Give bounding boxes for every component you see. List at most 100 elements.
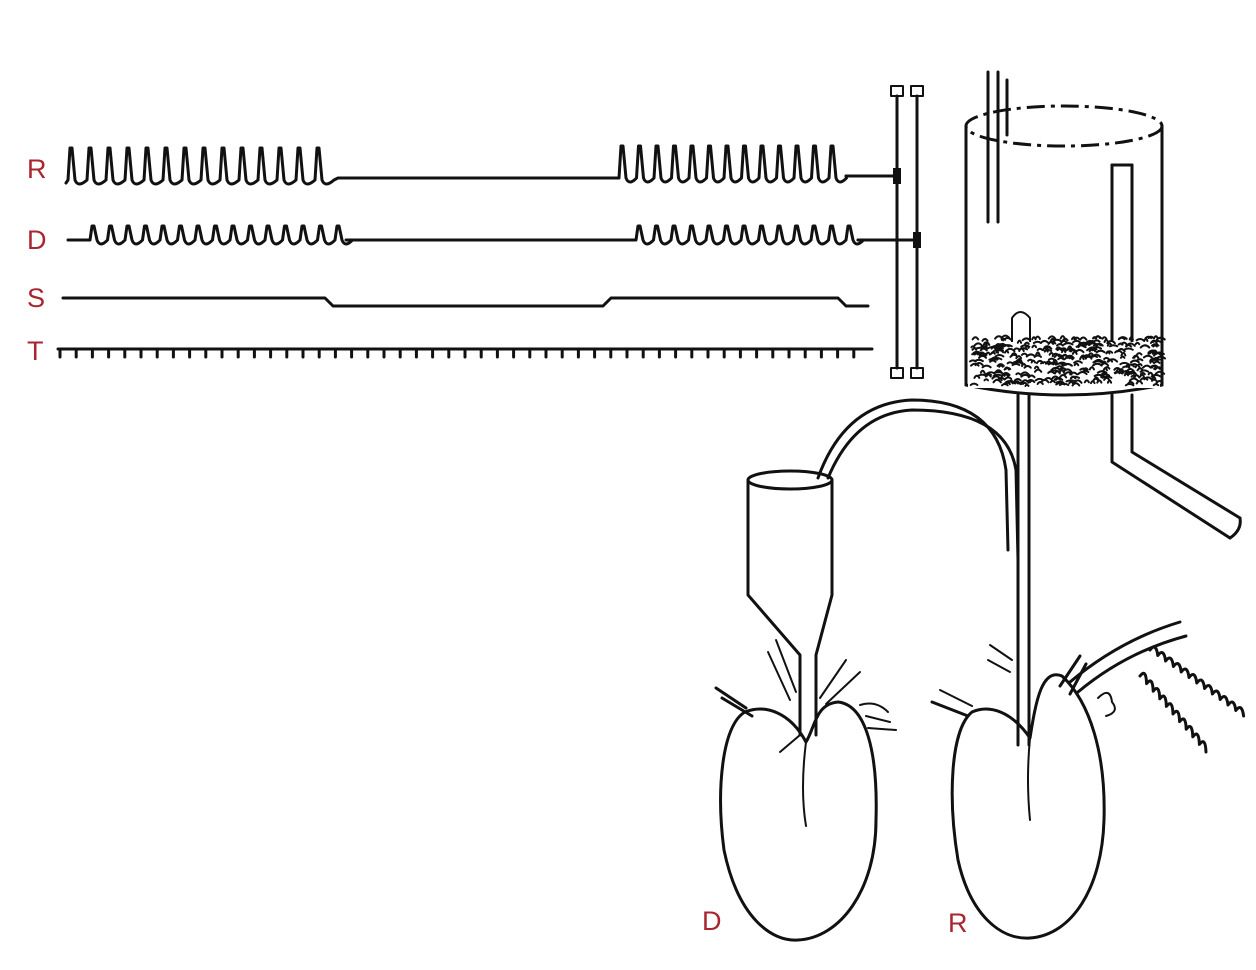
- granule: [983, 378, 989, 382]
- granule: [1049, 337, 1056, 343]
- electrode-coil-path: [1138, 671, 1208, 754]
- granule: [1069, 375, 1077, 380]
- granule: [1058, 382, 1070, 386]
- granule: [973, 342, 983, 347]
- granule: [1020, 381, 1028, 386]
- granule: [983, 372, 992, 376]
- granule: [983, 341, 990, 345]
- recipient-heart: [930, 644, 1116, 940]
- granule: [1087, 346, 1098, 351]
- electrode-coil-path: [1148, 645, 1246, 718]
- electrode-coil-upper: [1148, 645, 1246, 718]
- granule: [1073, 362, 1080, 367]
- granule: [1152, 383, 1160, 387]
- granule: [1133, 354, 1140, 359]
- granule: [990, 356, 999, 361]
- granule: [1120, 341, 1128, 346]
- granule: [1119, 361, 1130, 366]
- granule: [1011, 352, 1018, 356]
- granule: [1101, 336, 1108, 340]
- granule: [1035, 351, 1041, 356]
- granule: [1047, 370, 1055, 374]
- granule: [1006, 361, 1014, 365]
- granule: [1139, 371, 1146, 376]
- trace-label-t: T: [27, 336, 44, 366]
- granule: [1060, 339, 1068, 344]
- granule: [1059, 335, 1066, 340]
- granule: [994, 354, 1005, 358]
- granule: [1036, 347, 1044, 351]
- granule: [1102, 366, 1108, 372]
- granule: [1143, 337, 1149, 342]
- granule: [1043, 349, 1053, 352]
- granule: [999, 343, 1010, 348]
- granule: [1144, 335, 1153, 340]
- granule: [1057, 361, 1067, 365]
- granule: [1134, 364, 1141, 369]
- granule: [1062, 368, 1073, 373]
- granule: [1068, 380, 1074, 385]
- granule: [1001, 371, 1011, 376]
- granule: [1136, 358, 1144, 362]
- granule: [990, 346, 997, 350]
- granule: [1135, 380, 1143, 385]
- granule: [1073, 379, 1083, 384]
- granule: [1151, 378, 1158, 382]
- granule: [1020, 379, 1030, 384]
- granule: [998, 364, 1004, 368]
- granule: [1108, 344, 1119, 348]
- granule: [1057, 357, 1065, 361]
- granule: [1071, 336, 1077, 341]
- trace-d-donor-heartbeat: [66, 224, 865, 246]
- granule: [1020, 344, 1031, 348]
- granular-filter-bed: [969, 334, 1167, 387]
- granule: [1033, 365, 1040, 370]
- granule: [1113, 367, 1122, 371]
- granule: [1095, 349, 1106, 354]
- granule: [994, 335, 1004, 340]
- perfusion-reservoir: [964, 70, 1242, 747]
- granule: [1147, 371, 1154, 376]
- granule: [1149, 358, 1159, 362]
- granule: [1065, 379, 1077, 383]
- recording-levers: [844, 85, 924, 379]
- granule: [1127, 363, 1136, 368]
- granule: [1149, 339, 1158, 344]
- granule: [1031, 344, 1038, 349]
- granule: [1135, 338, 1145, 342]
- granule: [1088, 354, 1099, 358]
- granule: [1130, 359, 1140, 364]
- granule: [1127, 381, 1135, 385]
- granule: [1013, 347, 1021, 351]
- granule: [994, 348, 1004, 352]
- trace-label-r: R: [27, 154, 47, 184]
- granule: [1124, 383, 1135, 387]
- granule: [1033, 368, 1043, 373]
- granule: [1074, 349, 1085, 354]
- granule: [985, 351, 991, 356]
- granule: [1123, 347, 1134, 351]
- granule: [1055, 346, 1062, 350]
- granule: [974, 358, 984, 363]
- granule: [972, 351, 979, 356]
- granule: [1047, 335, 1057, 340]
- granule: [1088, 366, 1095, 371]
- granule: [1014, 380, 1021, 385]
- granule: [1016, 339, 1023, 344]
- granule: [1114, 349, 1123, 354]
- granule: [973, 374, 981, 379]
- granule: [1093, 373, 1104, 377]
- granule: [1020, 373, 1031, 378]
- granule: [1015, 355, 1023, 360]
- granule: [1043, 376, 1053, 381]
- granule: [1043, 345, 1052, 349]
- granule: [994, 369, 1003, 374]
- granule: [1151, 343, 1160, 347]
- granule: [1100, 362, 1110, 367]
- granule: [1058, 374, 1068, 379]
- heart-label-d: D: [702, 906, 722, 936]
- trace-s-stimulus-marker: [61, 296, 870, 308]
- donor-cannula-funnel: [746, 469, 834, 737]
- granule: [1149, 360, 1155, 364]
